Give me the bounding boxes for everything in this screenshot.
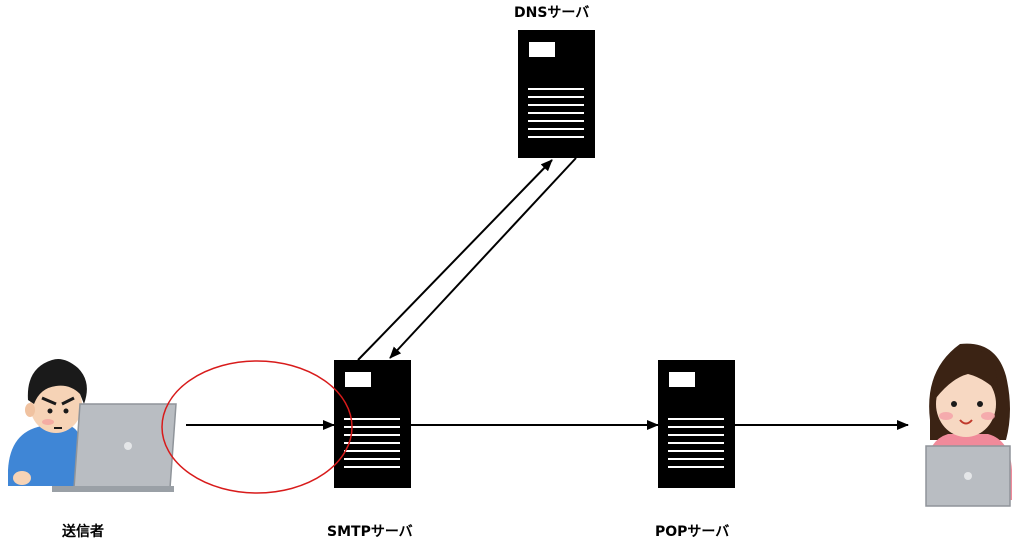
sender-label: 送信者 <box>62 524 104 540</box>
sender-laptop-icon <box>52 403 177 492</box>
highlight-ellipse <box>161 360 353 494</box>
smtp-server-icon <box>334 360 411 488</box>
pop-server-label: POPサーバ <box>655 524 730 540</box>
smtp-server-label: SMTPサーバ <box>327 524 413 540</box>
sender-person-icon <box>8 359 87 486</box>
arrow-dns-to-smtp <box>389 157 577 359</box>
pop-server-icon <box>658 360 735 488</box>
dns-server-label: DNSサーバ <box>514 5 590 21</box>
receiver-laptop-icon <box>925 445 1011 507</box>
arrow-smtp-to-dns <box>357 159 553 361</box>
dns-server-icon <box>518 30 595 158</box>
